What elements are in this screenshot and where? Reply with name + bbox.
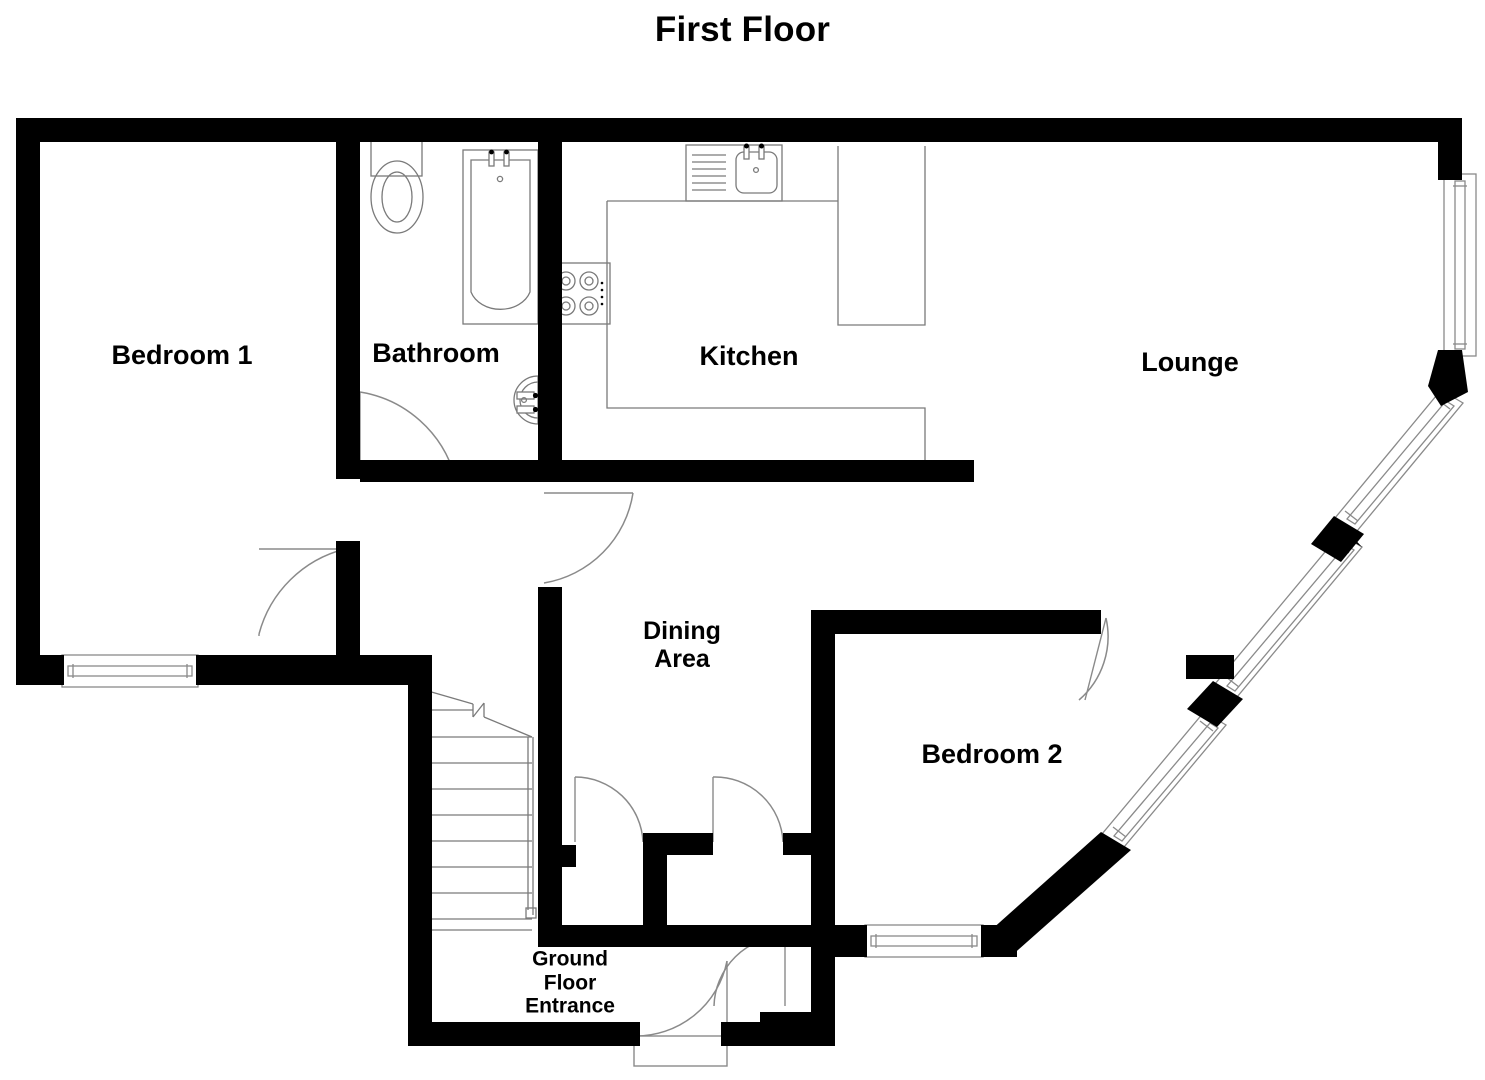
wall-top-exterior	[16, 118, 1462, 142]
lounge-window	[1443, 173, 1477, 357]
wall-cupboard-bottom	[538, 925, 835, 947]
bedroom-2-window	[864, 924, 984, 958]
wall-hall-dining-vertical	[538, 587, 562, 935]
entrance-front-door	[633, 960, 728, 1067]
page-title: First Floor	[654, 10, 831, 49]
dining-hall-door	[543, 492, 634, 584]
wall-diagonal-bottom-corner	[981, 925, 1017, 957]
wall-cupboard-left-top	[538, 845, 576, 867]
wall-bedroom1-bottom-left	[16, 655, 64, 685]
lounge-diagonal-window-upper	[1334, 389, 1464, 532]
wall-bedroom1-bathroom	[336, 130, 360, 479]
wall-diagonal-seg-c	[981, 832, 1131, 957]
cupboard-door-right	[712, 776, 784, 843]
bathtub-icon	[462, 149, 539, 325]
wall-lounge-right-upper	[1438, 118, 1462, 180]
wall-left-exterior	[16, 118, 40, 685]
kitchen-counter-outline	[606, 146, 926, 463]
toilet-icon	[370, 139, 424, 234]
staircase-icon	[427, 690, 537, 931]
wall-diagonal-seg-b	[1187, 681, 1243, 727]
wall-diagonal-corner-top	[1428, 350, 1468, 406]
wall-bedroom2-top	[811, 610, 1101, 634]
bedroom-2-diagonal-window	[1101, 711, 1227, 848]
walls-layer	[16, 118, 1468, 1046]
wall-hall-left-stub	[336, 541, 360, 667]
wall-entrance-bottom-left	[408, 1022, 640, 1046]
wall-kitchen-bottom	[562, 460, 974, 482]
fixtures-layer	[370, 139, 926, 931]
wall-bedroom2-bottom-left	[835, 925, 867, 957]
wall-entrance-right	[811, 925, 835, 1025]
wall-cupboard-divider	[643, 845, 667, 937]
wall-bathroom-bottom	[360, 460, 562, 482]
bedroom-2-door	[1078, 617, 1109, 701]
bedroom-1-window	[61, 654, 199, 688]
doors-layer	[258, 391, 1109, 1067]
washbasin-icon	[513, 375, 539, 425]
cupboard-door-left	[574, 776, 644, 843]
wall-bedroom2-door-stub-2	[1186, 655, 1234, 679]
wall-stair-left	[408, 663, 432, 1046]
bedroom-1-door	[258, 548, 346, 636]
kitchen-sink-icon	[685, 143, 783, 202]
wall-diagonal-seg-a	[1311, 516, 1364, 562]
windows-layer	[61, 173, 1477, 958]
wall-entrance-step	[760, 1012, 814, 1026]
wall-bedroom1-bottom-right	[196, 655, 432, 685]
wall-dining-bedroom2	[811, 610, 835, 937]
wall-bathroom-kitchen	[538, 130, 562, 479]
